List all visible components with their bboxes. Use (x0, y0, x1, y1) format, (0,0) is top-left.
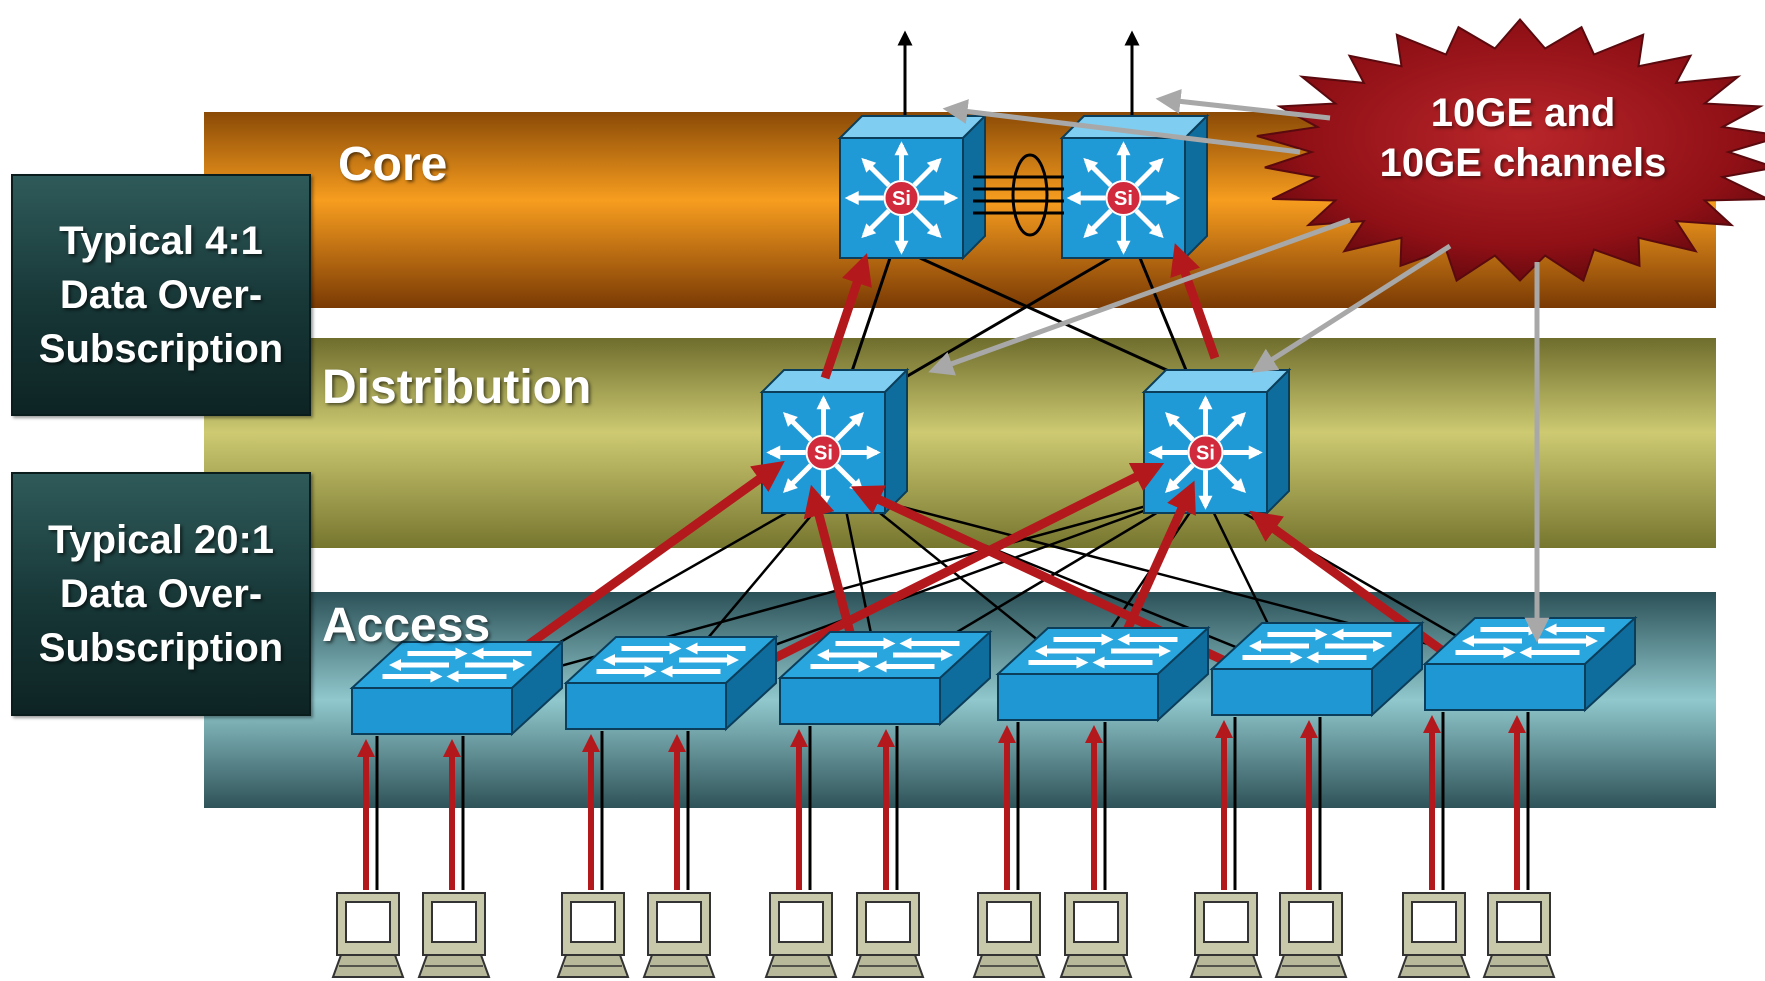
callout-line-1: 10GE and (1430, 91, 1616, 135)
workstation-icon (764, 892, 838, 978)
svg-text:Si: Si (1114, 188, 1133, 210)
distribution-switch-2: Si (1141, 367, 1292, 516)
workstation-icon (972, 892, 1046, 978)
workstation-icon (642, 892, 716, 978)
callout-pointers (928, 88, 1550, 643)
core-oversubscription-line-2: Data Over- (59, 273, 263, 317)
access-oversubscription-box: Typical 20:1 Data Over- Subscription (11, 472, 311, 716)
core-switch-2: Si (1059, 113, 1210, 261)
svg-text:Si: Si (814, 443, 833, 465)
callout-text: 10GE and 10GE channels (1278, 88, 1765, 188)
workstation-icon (331, 892, 405, 978)
workgroup-switch-icon (349, 639, 565, 737)
starburst-callout-icon (1256, 17, 1765, 283)
access-layer-label: Access (322, 599, 491, 652)
core-layer-label: Core (338, 138, 448, 191)
workstation-icon (1397, 892, 1471, 978)
workstation-icon (1059, 892, 1133, 978)
distribution-core-traffic (820, 243, 1220, 380)
workstation-icon (851, 892, 925, 978)
workgroup-switch-icon (1209, 620, 1425, 718)
workstation-icon (1482, 892, 1556, 978)
workstation-icon (556, 892, 630, 978)
workstation-icon (1274, 892, 1348, 978)
workgroup-switch-icon (777, 629, 993, 727)
core-oversubscription-box: Typical 4:1 Data Over- Subscription (11, 174, 311, 416)
core-switch-1: Si (837, 113, 988, 261)
access-oversubscription-line-3: Subscription (38, 626, 284, 670)
workstation-icon (1189, 892, 1263, 978)
core-oversubscription-line-1: Typical 4:1 (59, 219, 263, 263)
workgroup-switch-icon (995, 625, 1211, 723)
access-oversubscription-line-1: Typical 20:1 (47, 518, 275, 562)
distribution-switch-1: Si (759, 367, 910, 516)
access-oversubscription-line-2: Data Over- (59, 572, 263, 616)
svg-text:Si: Si (1196, 443, 1215, 465)
workstation-icon (417, 892, 491, 978)
svg-text:Si: Si (892, 188, 911, 210)
distribution-layer-label: Distribution (322, 361, 592, 414)
core-etherchannel (973, 153, 1064, 237)
callout-line-2: 10GE channels (1379, 141, 1667, 185)
workgroup-switch-icon (563, 634, 779, 732)
core-oversubscription-line-3: Subscription (38, 327, 284, 371)
distribution-band (204, 338, 1716, 548)
